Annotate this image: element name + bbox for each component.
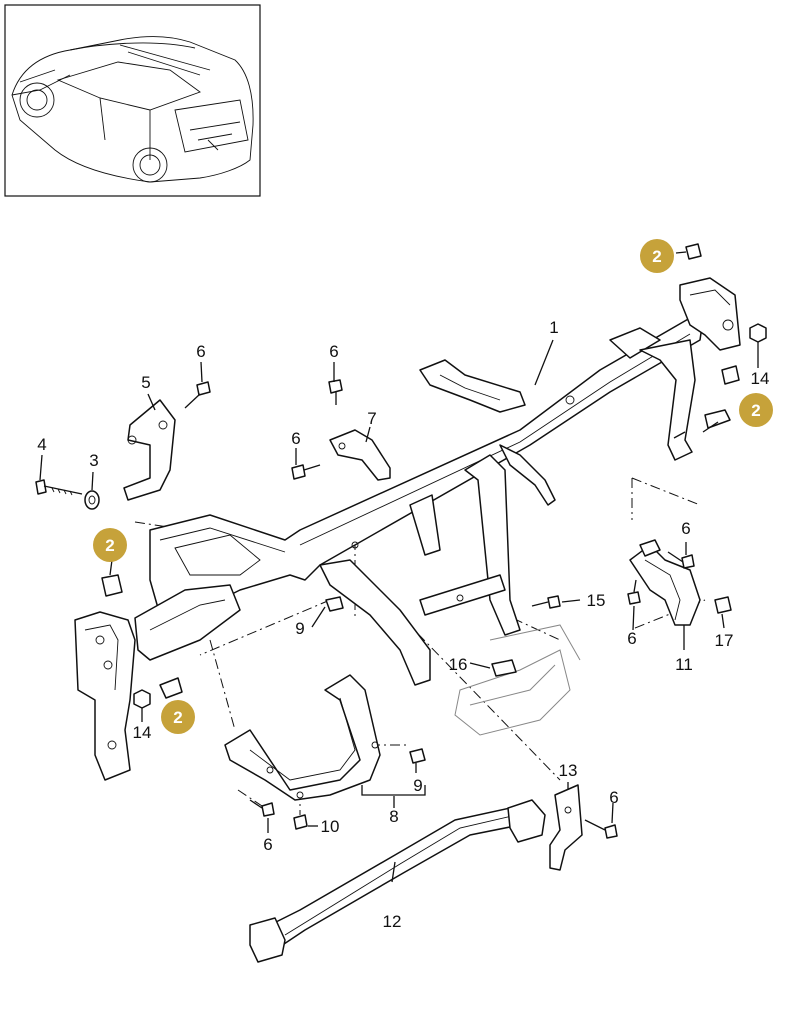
svg-text:2: 2 <box>173 708 182 727</box>
badge-2-right: 2 <box>739 393 773 427</box>
bolt-6-c <box>291 464 321 480</box>
callout-12: 12 <box>383 912 402 931</box>
callout-7: 7 <box>367 409 376 428</box>
callout-6-mid-left: 6 <box>291 429 300 448</box>
fasteners <box>35 243 767 839</box>
bolt-6-b <box>328 379 343 405</box>
callout-14-left: 14 <box>133 723 152 742</box>
callout-13: 13 <box>559 761 578 780</box>
bolt-6-f <box>249 799 275 817</box>
svg-text:2: 2 <box>652 247 661 266</box>
clip-9-b <box>409 748 426 764</box>
callout-5: 5 <box>141 373 150 392</box>
bracket-5 <box>123 399 176 501</box>
callout-labels: 1 3 4 5 6 6 6 6 6 6 6 7 8 9 9 10 11 12 1… <box>37 318 769 931</box>
callout-6-right-lower: 6 <box>627 629 636 648</box>
leader-lines <box>39 251 759 883</box>
callout-9-lower: 9 <box>413 776 422 795</box>
grommet-3 <box>84 490 100 510</box>
callout-1: 1 <box>549 318 558 337</box>
bolt-6-g <box>584 819 618 839</box>
callout-10: 10 <box>321 817 340 836</box>
callout-6-bottom-right: 6 <box>609 788 618 807</box>
nut-14-b <box>749 323 767 343</box>
callout-6-right-upper: 6 <box>681 519 690 538</box>
callout-8: 8 <box>389 807 398 826</box>
bracket-13 <box>549 784 583 871</box>
callout-6-top-center: 6 <box>329 342 338 361</box>
callout-17: 17 <box>715 631 734 650</box>
badges: 2 2 2 2 <box>93 239 773 734</box>
left-side-bracket <box>74 574 183 781</box>
badge-2-top-right: 2 <box>640 239 674 273</box>
bracket-8 <box>224 674 426 801</box>
bolt-6-d <box>667 551 695 569</box>
bracket-7 <box>329 429 391 481</box>
svg-text:2: 2 <box>105 536 114 555</box>
clip-17 <box>714 596 732 614</box>
callout-14-right: 14 <box>751 369 770 388</box>
bolt-15 <box>531 595 561 609</box>
component-16 <box>454 624 581 736</box>
callout-6-top-left: 6 <box>196 342 205 361</box>
svg-text:2: 2 <box>751 401 760 420</box>
badge-2-left-upper: 2 <box>93 528 127 562</box>
vehicle-thumbnail <box>4 4 261 197</box>
bolt-4 <box>35 479 83 496</box>
lower-cross-member-12 <box>249 799 546 963</box>
callout-3: 3 <box>89 451 98 470</box>
callout-15: 15 <box>587 591 606 610</box>
bolt-10 <box>293 814 308 830</box>
clip-9-a <box>325 596 344 612</box>
cross-car-beam <box>134 277 741 686</box>
bolt-6-a <box>184 381 211 409</box>
callout-11: 11 <box>675 655 693 674</box>
clip-2-b <box>721 365 740 385</box>
callout-6-bottom-left: 6 <box>263 835 272 854</box>
callout-16: 16 <box>449 655 468 674</box>
callout-9-upper: 9 <box>295 619 304 638</box>
clip-2-a <box>685 243 702 260</box>
nut-14-a <box>133 689 151 709</box>
bracket-11 <box>629 539 701 626</box>
badge-2-left-lower: 2 <box>161 700 195 734</box>
callout-4: 4 <box>37 435 46 454</box>
bolt-6-e <box>627 579 641 605</box>
